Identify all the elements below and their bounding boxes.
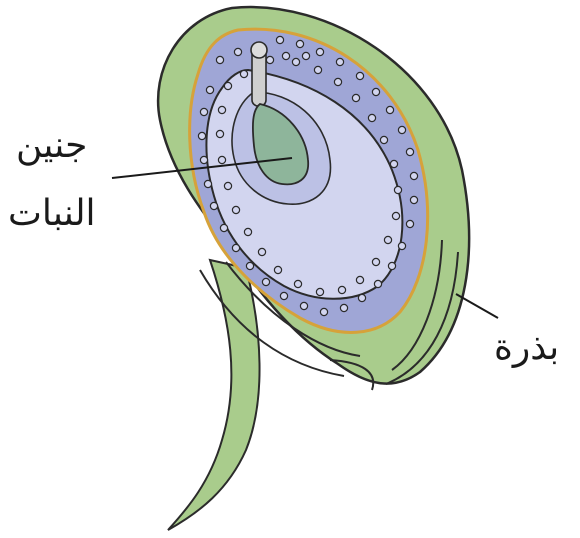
nucellus-dot	[282, 52, 289, 59]
nucellus-dot	[258, 248, 265, 255]
nucellus-dot	[314, 66, 321, 73]
nucellus-dot	[220, 224, 227, 231]
nucellus-dot	[406, 220, 413, 227]
nucellus-dot	[198, 132, 205, 139]
nucellus-dot	[210, 202, 217, 209]
nucellus-dot	[410, 172, 417, 179]
nucellus-dot	[388, 262, 395, 269]
nucellus-dot	[352, 94, 359, 101]
nucellus-dot	[368, 114, 375, 121]
nucellus-dot	[398, 126, 405, 133]
nucellus-dot	[280, 292, 287, 299]
nucellus-dot	[390, 160, 397, 167]
nucellus-dot	[296, 40, 303, 47]
nucellus-dot	[340, 304, 347, 311]
nucellus-dot	[356, 72, 363, 79]
nucellus-dot	[292, 58, 299, 65]
nucellus-dot	[334, 78, 341, 85]
nucellus-dot	[406, 148, 413, 155]
nucellus-dot	[316, 288, 323, 295]
nucellus-dot	[410, 196, 417, 203]
seed-leader-line	[456, 294, 498, 318]
nucellus-dot	[394, 186, 401, 193]
nucellus-dot	[294, 280, 301, 287]
nucellus-dot	[244, 228, 251, 235]
nucellus-dot	[374, 280, 381, 287]
nucellus-dot	[356, 276, 363, 283]
nucellus-dot	[232, 244, 239, 251]
embryo-label-line1: جنين	[16, 128, 87, 164]
nucellus-dot	[216, 56, 223, 63]
nucellus-dot	[224, 82, 231, 89]
nucellus-dot	[276, 36, 283, 43]
nucellus-dot	[398, 242, 405, 249]
nucellus-dot	[200, 108, 207, 115]
nucellus-dot	[372, 88, 379, 95]
nucellus-dot	[316, 48, 323, 55]
nucellus-dot	[246, 262, 253, 269]
nucellus-dot	[240, 70, 247, 77]
nucellus-dot	[386, 106, 393, 113]
nucellus-dot	[302, 52, 309, 59]
basal-cell	[251, 42, 267, 58]
nucellus-dot	[274, 266, 281, 273]
nucellus-dot	[336, 58, 343, 65]
nucellus-dot	[234, 48, 241, 55]
nucellus-dot	[262, 278, 269, 285]
nucellus-dot	[206, 86, 213, 93]
nucellus-dot	[372, 258, 379, 265]
nucellus-dot	[320, 308, 327, 315]
nucellus-dot	[266, 56, 273, 63]
nucellus-dot	[218, 156, 225, 163]
embryo-label-line2: النبات	[8, 196, 96, 232]
nucellus-dot	[384, 236, 391, 243]
nucellus-dot	[224, 182, 231, 189]
nucellus-dot	[218, 106, 225, 113]
nucellus-dot	[216, 130, 223, 137]
nucellus-dot	[200, 156, 207, 163]
nucellus-dot	[232, 206, 239, 213]
nucellus-dot	[338, 286, 345, 293]
nucellus-dot	[358, 294, 365, 301]
funiculus	[168, 260, 260, 530]
nucellus-dot	[380, 136, 387, 143]
nucellus-dot	[204, 180, 211, 187]
nucellus-dot	[300, 302, 307, 309]
seed-label: بذرة	[494, 330, 559, 366]
nucellus-dot	[392, 212, 399, 219]
